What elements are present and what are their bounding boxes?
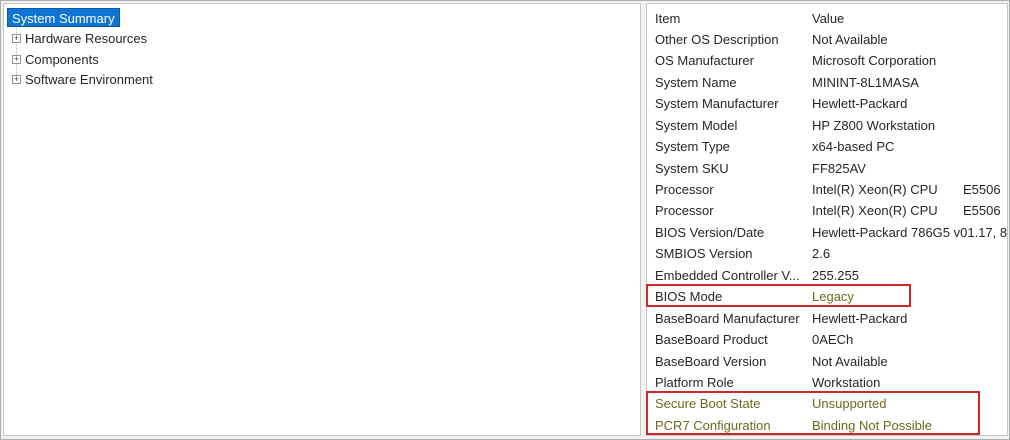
table-row[interactable]: System Name MININT-8L1MASA	[647, 72, 1007, 93]
item-cell: PCR7 Configuration	[655, 417, 771, 433]
tree-item-label: Components	[25, 51, 99, 67]
item-cell: System Name	[655, 74, 737, 90]
tree-item-label: Software Environment	[25, 72, 153, 88]
value-cell: Not Available	[812, 31, 888, 47]
tree-item-components[interactable]: + Components	[12, 49, 153, 70]
table-row[interactable]: SMBIOS Version 2.6	[647, 243, 1007, 264]
value-cell: Binding Not Possible	[812, 417, 932, 433]
table-row[interactable]: Platform Role Workstation	[647, 372, 1007, 393]
value-cell: Legacy	[812, 289, 854, 305]
item-cell: Other OS Description	[655, 31, 779, 47]
table-row[interactable]: System Type x64-based PC	[647, 136, 1007, 157]
value-cell: Intel(R) Xeon(R) CPU E5506	[812, 182, 1001, 197]
table-row[interactable]: BIOS Mode Legacy	[647, 286, 1007, 307]
value-cell: x64-based PC	[812, 139, 895, 155]
table-row[interactable]: System Manufacturer Hewlett-Packard	[647, 93, 1007, 114]
item-cell: Platform Role	[655, 374, 734, 390]
category-tree-panel: System Summary + Hardware Resources + Compo…	[3, 3, 641, 436]
item-cell: Processor	[655, 182, 714, 197]
value-cell: Intel(R) Xeon(R) CPU E5506	[812, 203, 1001, 219]
table-row[interactable]: BaseBoard Manufacturer Hewlett-Packard	[647, 308, 1007, 329]
value-cell: 2.6	[812, 246, 831, 262]
tree-connector-line	[16, 28, 17, 81]
value-cell: Unsupported	[812, 396, 887, 412]
table-row[interactable]: PCR7 Configuration Binding Not Possible	[647, 415, 1007, 435]
item-cell: SMBIOS Version	[655, 246, 753, 262]
tree-item-software-environment[interactable]: + Software Environment	[12, 69, 153, 90]
value-cell: 255.255	[812, 267, 859, 283]
table-row[interactable]: BaseBoard Version Not Available	[647, 351, 1007, 372]
item-cell: BIOS Version/Date	[655, 224, 765, 240]
item-cell: System Manufacturer	[655, 96, 779, 112]
value-cell: Hewlett-Packard	[812, 96, 908, 112]
column-header-value[interactable]: Value	[812, 10, 845, 26]
details-header-row: Item Value	[647, 8, 1007, 29]
table-row[interactable]: Embedded Controller V... 255.255	[647, 265, 1007, 286]
value-cell: Hewlett-Packard 786G5 v01.17, 8/	[812, 224, 1007, 240]
table-row[interactable]: OS Manufacturer Microsoft Corporation	[647, 50, 1007, 71]
tree-items: + Hardware Resources + Components + Software …	[12, 28, 153, 90]
value-cell: 0AECh	[812, 332, 854, 348]
table-row[interactable]: BIOS Version/Date Hewlett-Packard 786G5 v…	[647, 222, 1007, 243]
tree-item-hardware-resources[interactable]: + Hardware Resources	[12, 28, 153, 49]
item-cell: System SKU	[655, 160, 729, 176]
item-cell: System Type	[655, 139, 730, 155]
table-row[interactable]: Other OS Description Not Available	[647, 29, 1007, 50]
item-cell: BaseBoard Version	[655, 353, 767, 369]
value-cell: Hewlett-Packard	[812, 310, 908, 326]
expand-plus-icon[interactable]: +	[12, 32, 21, 43]
value-cell: HP Z800 Workstation	[812, 117, 936, 133]
expand-plus-icon[interactable]: +	[12, 53, 21, 64]
item-cell: BIOS Mode	[655, 289, 723, 305]
table-row[interactable]: System Model HP Z800 Workstation	[647, 115, 1007, 136]
table-row[interactable]: Processor Intel(R) Xeon(R) CPU E5506	[647, 200, 1007, 221]
item-cell: System Model	[655, 117, 738, 133]
table-row[interactable]: System SKU FF825AV	[647, 158, 1007, 179]
tree-item-system-summary[interactable]: System Summary	[7, 8, 120, 27]
value-cell: MININT-8L1MASA	[812, 74, 919, 90]
column-header-item[interactable]: Item	[655, 10, 681, 26]
expand-plus-icon[interactable]: +	[12, 74, 21, 85]
item-cell: OS Manufacturer	[655, 53, 754, 69]
value-cell: Microsoft Corporation	[812, 53, 937, 69]
item-cell: BaseBoard Manufacturer	[655, 310, 800, 326]
item-cell: Secure Boot State	[655, 396, 761, 412]
value-cell: Not Available	[812, 353, 888, 369]
table-row[interactable]: BaseBoard Product 0AECh	[647, 329, 1007, 350]
item-cell: BaseBoard Product	[655, 332, 768, 348]
item-cell: Processor	[655, 203, 714, 219]
table-row[interactable]: Processor Intel(R) Xeon(R) CPU E5506	[647, 179, 1007, 200]
value-cell: Workstation	[812, 374, 881, 390]
value-cell: FF825AV	[812, 160, 866, 176]
item-cell: Embedded Controller V...	[655, 267, 800, 283]
tree-item-label: Hardware Resources	[25, 30, 148, 46]
table-row[interactable]: Secure Boot State Unsupported	[647, 393, 1007, 414]
